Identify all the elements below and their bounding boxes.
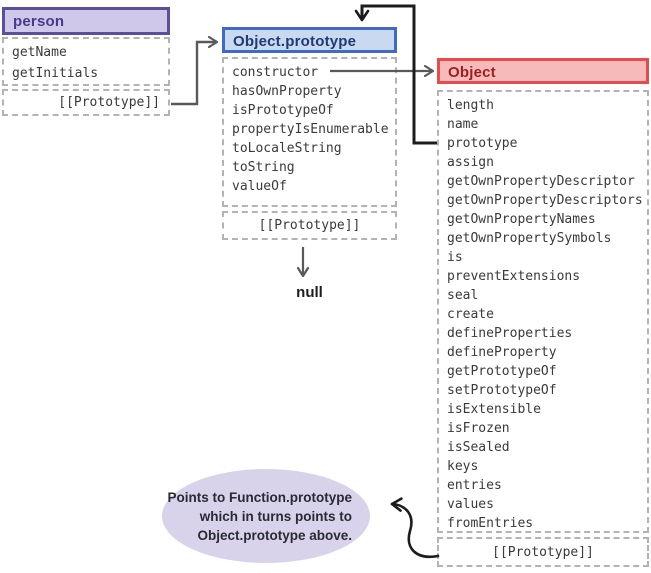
person-prototype-slot: [[Prototype]] xyxy=(2,89,170,116)
object-prototype-prototype-slot: [[Prototype]] xyxy=(222,211,397,240)
object-prototype-header: Object.prototype xyxy=(222,27,397,53)
object-header: Object xyxy=(437,58,649,84)
annotation-line: Points to Function.prototype xyxy=(167,489,352,505)
member-item: toLocaleString xyxy=(232,141,342,156)
member-item: preventExtensions xyxy=(447,269,581,284)
member-item: getOwnPropertyDescriptors xyxy=(447,193,643,208)
person-header: person xyxy=(2,7,170,35)
object-prototype-members-box: constructor hasOwnProperty isPrototypeOf pr… xyxy=(222,57,397,207)
member-item: create xyxy=(447,307,494,322)
annotation-line: Object.prototype above. xyxy=(197,527,352,543)
member-item: isPrototypeOf xyxy=(232,103,334,118)
member-item: setPrototypeOf xyxy=(447,383,557,398)
member-item: getPrototypeOf xyxy=(447,364,557,379)
member-item: valueOf xyxy=(232,179,287,194)
member-item: assign xyxy=(447,155,494,170)
member-item: isSealed xyxy=(447,440,510,455)
object-members-box: length name prototype assign getOwnPropertyD… xyxy=(437,90,649,533)
annotation-bubble: Points to Function.prototype which in tu… xyxy=(162,469,370,563)
person-members-box: getName getInitials xyxy=(2,37,170,86)
member-item: fromEntries xyxy=(447,516,534,531)
member-item: isExtensible xyxy=(447,402,541,417)
member-item: values xyxy=(447,497,494,512)
member-item: propertyIsEnumerable xyxy=(232,122,389,137)
member-item: isFrozen xyxy=(447,421,510,436)
member-item: getOwnPropertySymbols xyxy=(447,231,612,246)
arrow-person-to-object-prototype xyxy=(171,35,219,106)
member-item: defineProperty xyxy=(447,345,557,360)
member-item: entries xyxy=(447,478,502,493)
member-item: length xyxy=(447,98,494,113)
member-item: defineProperties xyxy=(447,326,573,341)
member-item: getOwnPropertyNames xyxy=(447,212,596,227)
member-item: prototype xyxy=(447,136,518,151)
annotation-line: which in turns points to xyxy=(199,508,352,524)
object-prototype-slot-bottom: [[Prototype]] xyxy=(437,537,649,567)
member-item: getOwnPropertyDescriptor xyxy=(447,174,635,189)
member-item: constructor xyxy=(232,65,319,80)
member-item: keys xyxy=(447,459,479,474)
member-item: is xyxy=(447,250,463,265)
member-item: getName xyxy=(12,45,67,60)
member-item: name xyxy=(447,117,479,132)
member-item: hasOwnProperty xyxy=(232,84,342,99)
member-item: getInitials xyxy=(12,66,99,81)
member-item: seal xyxy=(447,288,479,303)
arrow-object-prototype-to-annotation xyxy=(390,497,440,559)
null-label: null xyxy=(296,284,323,301)
member-item: toString xyxy=(232,160,295,175)
